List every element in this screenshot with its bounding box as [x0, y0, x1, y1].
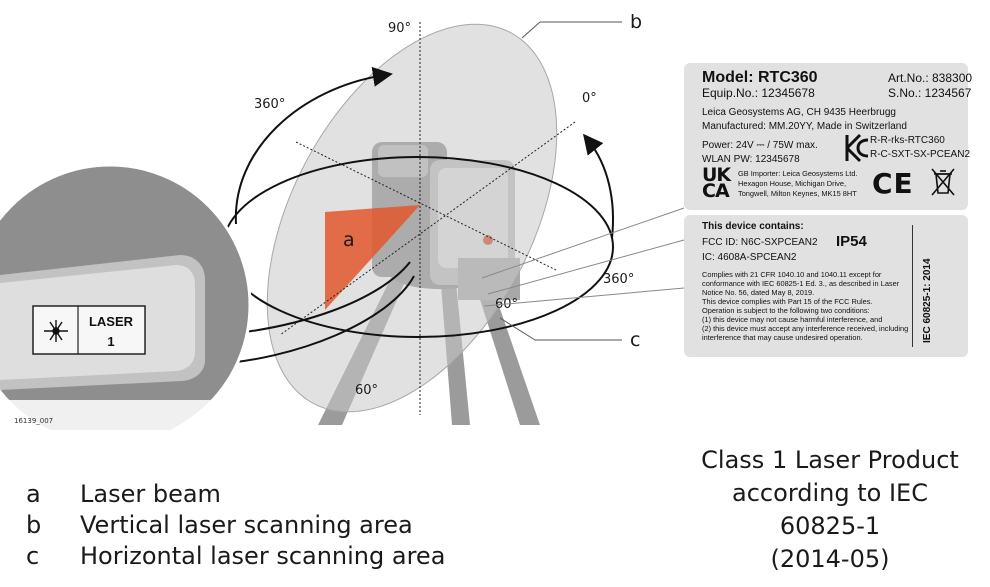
importer-line-1: GB Importer: Leica Geosystems Ltd.: [738, 169, 858, 178]
axes: [279, 22, 576, 415]
vertical-rotation-arrow: [234, 66, 393, 225]
manufacturer: Leica Geosystems AG, CH 9435 Heerbrugg: [702, 107, 896, 118]
kc-mark-icon: [845, 133, 869, 163]
manufactured: Manufactured: MM.20YY, Made in Switzerla…: [702, 121, 907, 132]
vertical-scan-area: [266, 23, 558, 413]
power: Power: 24V ⎓ / 75W max.: [702, 140, 818, 151]
laser-class-note: Class 1 Laser Product according to IEC 6…: [701, 446, 959, 573]
svg-text:LASER: LASER: [89, 314, 134, 329]
angle-90: 90°: [388, 21, 411, 36]
registration-2: R-C-SXT-SX-PCEAN2: [870, 149, 971, 160]
product-type-label: Model: RTC360 Art.No.: 838300 Equip.No.:…: [684, 63, 972, 210]
horizontal-rotation-arrow: [583, 133, 614, 239]
wlan: WLAN PW: 12345678: [702, 154, 800, 165]
ic-id: IC: 4608A-SPCEAN2: [702, 252, 797, 263]
weee-bin-icon: [931, 168, 955, 196]
device-contains: This device contains:: [702, 221, 804, 232]
angle-360-vertical: 360°: [254, 97, 285, 112]
magnifier-inset: LASER 1: [0, 165, 250, 430]
angle-360-horizontal: 360°: [603, 272, 634, 287]
art-no: Art.No.: 838300: [888, 71, 973, 85]
fcc-id: FCC ID: N6C-SXPCEAN2: [702, 237, 818, 248]
angle-0-vertical: 0°: [582, 91, 597, 106]
svg-text:1: 1: [107, 334, 114, 349]
laser-starburst-icon: [44, 320, 68, 342]
figure-id: 16139_007: [14, 417, 53, 425]
importer-line-3: Tongwell, Milton Keynes, MK15 8HT: [738, 189, 857, 198]
device-certification-label: This device contains: FCC ID: N6C-SXPCEA…: [684, 215, 968, 357]
ce-mark-icon: CE: [872, 167, 914, 200]
compliance-text: Complies with 21 CFR 1040.10 and 1040.11…: [702, 270, 909, 342]
callout-c: c: [630, 329, 640, 351]
callout-a: a: [343, 229, 355, 251]
iec-standard-vertical: IEC 60825-1: 2014: [922, 258, 933, 343]
laser-class-sticker: LASER 1: [32, 305, 146, 355]
importer-line-2: Hexagon House, Michigan Drive,: [738, 179, 847, 188]
laser-beam-fan: [325, 205, 420, 310]
model: Model: RTC360: [702, 69, 818, 86]
serial-no: S.No.: 1234567: [888, 86, 972, 100]
ukca-mark-icon: UK CA: [702, 164, 731, 202]
registration-1: R-R-rks-RTC360: [870, 135, 945, 146]
callout-b: b: [630, 11, 642, 33]
angle-60-bottom: 60°: [355, 383, 378, 398]
equip-no: Equip.No.: 12345678: [702, 86, 815, 100]
scanner-illustration: 90° 360° 0° 0° 360° 60° 60° a b c: [0, 11, 685, 430]
angle-60-right: 60°: [495, 297, 518, 312]
ip-rating: IP54: [836, 233, 867, 250]
